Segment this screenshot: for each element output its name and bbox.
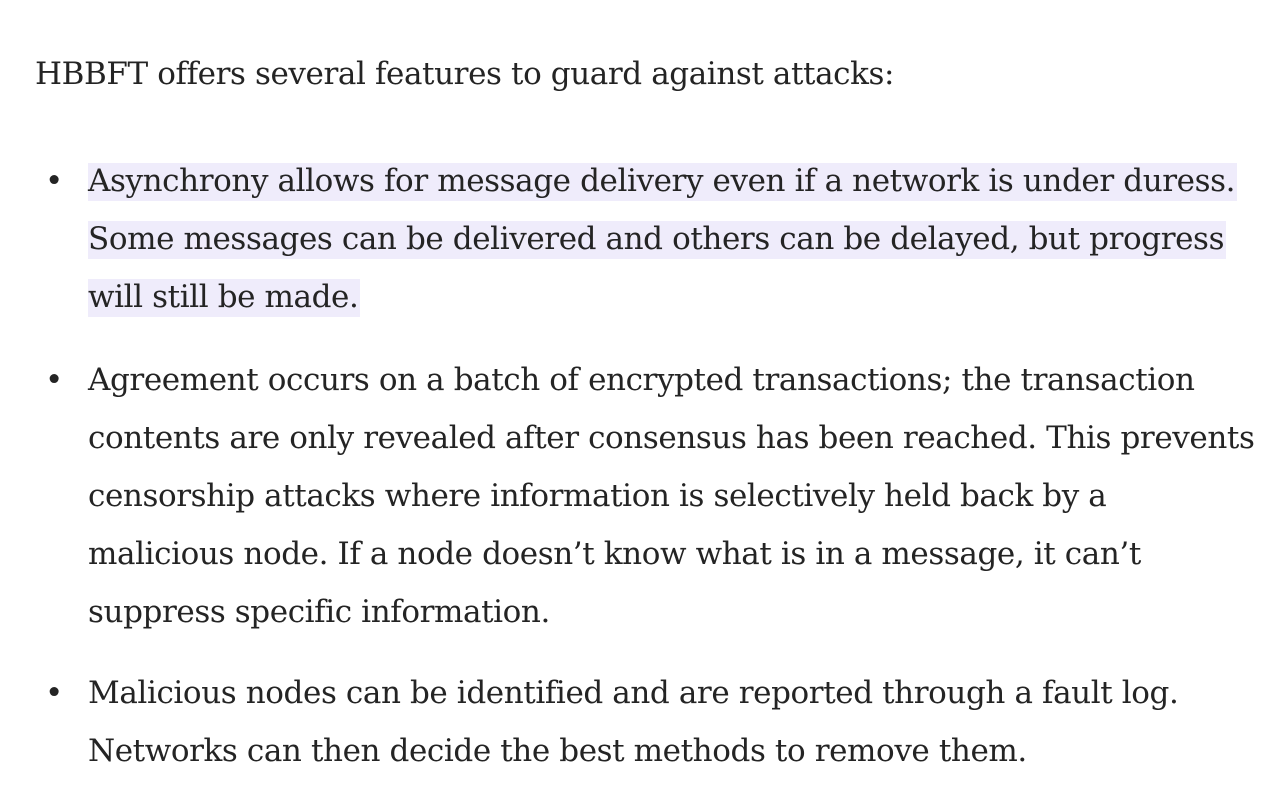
text-line: will still be made. xyxy=(88,279,361,317)
highlighted-text[interactable]: Asynchrony allows for message delivery e… xyxy=(88,152,1278,326)
list-item-text: Agreement occurs on a batch of encrypted… xyxy=(88,351,1278,641)
text-line: Asynchrony allows for message delivery e… xyxy=(88,163,1238,201)
text-line: censorship attacks where information is … xyxy=(88,478,1107,514)
text-line: Networks can then decide the best method… xyxy=(88,733,1027,769)
text-line: Agreement occurs on a batch of encrypted… xyxy=(88,362,1195,398)
bullet-icon: • xyxy=(45,163,64,199)
list-item-text: Malicious nodes can be identified and ar… xyxy=(88,664,1278,780)
text-line: contents are only revealed after consens… xyxy=(88,420,1255,456)
intro-paragraph: HBBFT offers several features to guard a… xyxy=(35,56,895,92)
text-line: suppress specific information. xyxy=(88,594,550,630)
text-line: malicious node. If a node doesn’t know w… xyxy=(88,536,1141,572)
text-line: Malicious nodes can be identified and ar… xyxy=(88,675,1179,711)
bullet-icon: • xyxy=(45,362,64,398)
bullet-icon: • xyxy=(45,675,64,711)
text-line: Some messages can be delivered and other… xyxy=(88,221,1227,259)
